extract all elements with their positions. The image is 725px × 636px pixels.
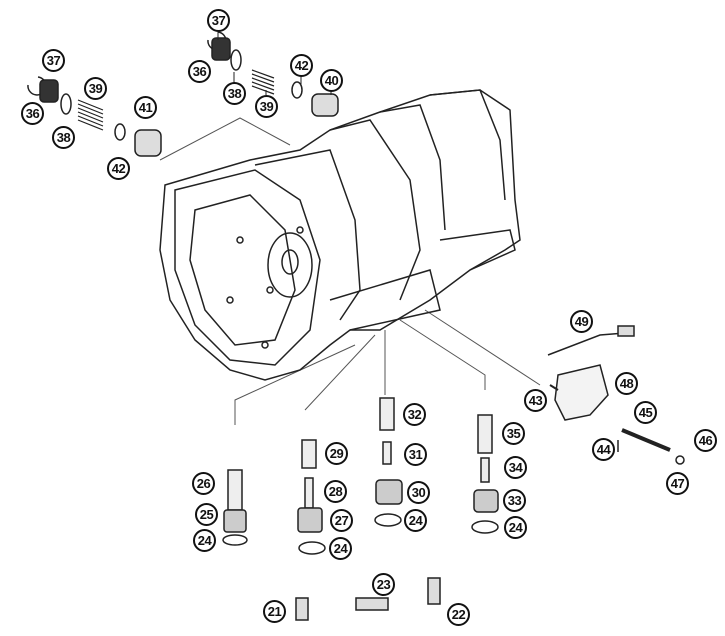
- callout-49: 49: [570, 310, 593, 333]
- callout-32: 32: [403, 403, 426, 426]
- callout-39: 39: [255, 95, 278, 118]
- callout-36: 36: [21, 102, 44, 125]
- callout-21: 21: [263, 600, 286, 623]
- callout-24: 24: [193, 529, 216, 552]
- callout-27: 27: [330, 509, 353, 532]
- callout-47: 47: [666, 472, 689, 495]
- leader-lines: [159, 117, 541, 425]
- callout-44: 44: [592, 438, 615, 461]
- callout-38: 38: [52, 126, 75, 149]
- callout-42: 42: [107, 157, 130, 180]
- small-parts: [295, 577, 441, 621]
- callout-34: 34: [504, 456, 527, 479]
- callout-45: 45: [634, 401, 657, 424]
- callout-22: 22: [447, 603, 470, 626]
- callout-30: 30: [407, 481, 430, 504]
- callout-24: 24: [504, 516, 527, 539]
- shift-lever-parts: [547, 325, 685, 465]
- lower-valve-stacks: [222, 397, 499, 555]
- callout-25: 25: [195, 503, 218, 526]
- transmission-housing: [159, 89, 521, 381]
- callout-40: 40: [320, 69, 343, 92]
- callout-37: 37: [207, 9, 230, 32]
- callout-41: 41: [134, 96, 157, 119]
- callout-24: 24: [404, 509, 427, 532]
- callout-23: 23: [372, 573, 395, 596]
- callout-42: 42: [290, 54, 313, 77]
- callout-29: 29: [325, 442, 348, 465]
- callout-43: 43: [524, 389, 547, 412]
- upper-valve-group-left: [27, 76, 162, 157]
- callout-38: 38: [223, 82, 246, 105]
- callout-24: 24: [329, 537, 352, 560]
- callout-37: 37: [42, 49, 65, 72]
- callout-28: 28: [324, 480, 347, 503]
- callout-31: 31: [404, 443, 427, 466]
- callout-33: 33: [503, 489, 526, 512]
- callout-36: 36: [188, 60, 211, 83]
- callout-26: 26: [192, 472, 215, 495]
- callout-46: 46: [694, 429, 717, 452]
- callout-39: 39: [84, 77, 107, 100]
- callout-48: 48: [615, 372, 638, 395]
- callout-35: 35: [502, 422, 525, 445]
